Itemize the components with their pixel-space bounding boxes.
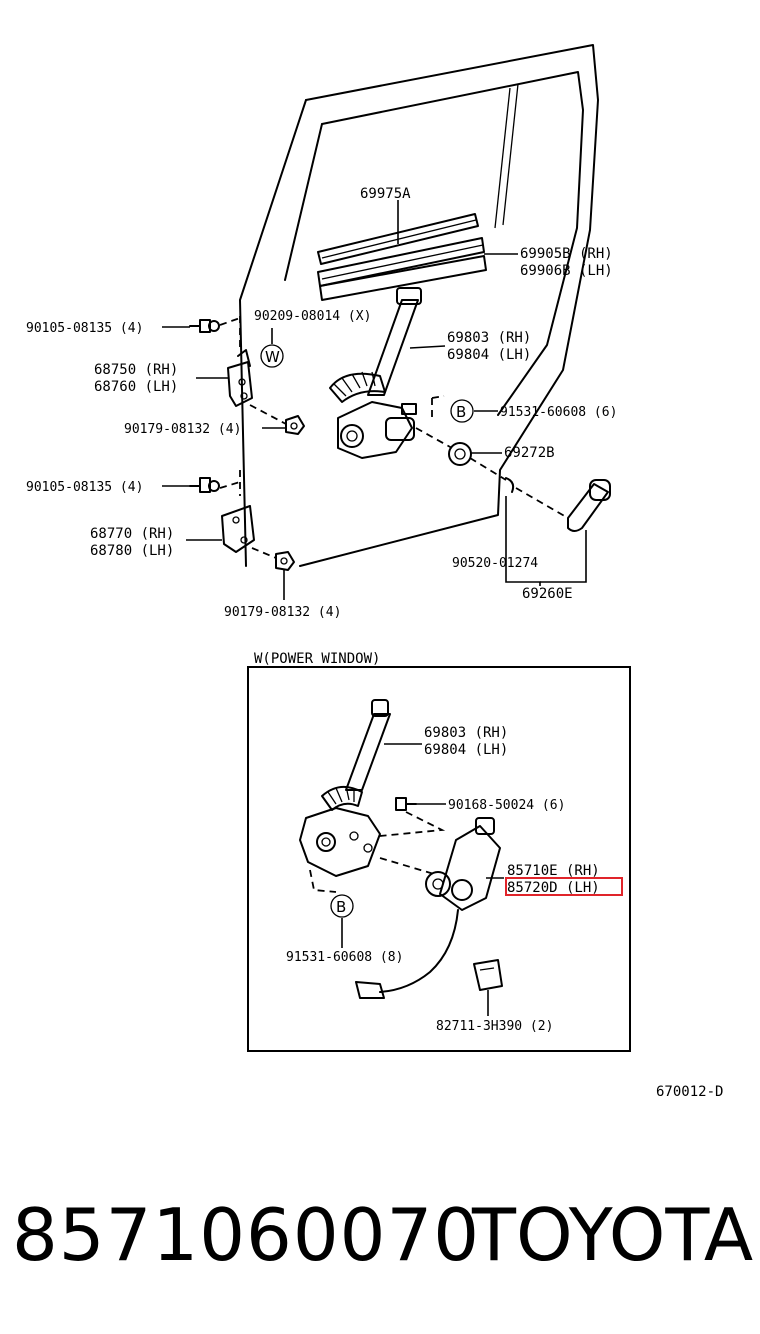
part-number: 8571060070 [12, 1193, 481, 1277]
handle-69260e [567, 479, 611, 532]
window-regulator-manual [329, 287, 422, 459]
label-69905b: 69905B (RH) [520, 246, 613, 262]
inset-title: W(POWER WINDOW) [254, 651, 380, 667]
washer-69272b [448, 442, 472, 466]
dash-hinge-lower [219, 470, 277, 559]
label-69804-inset: 69804 (LH) [424, 742, 508, 758]
inset-frame [247, 666, 631, 1052]
dash-regulator-handle [415, 395, 569, 519]
label-82711: 82711-3H390 (2) [436, 1019, 553, 1034]
clip-82711 [473, 959, 503, 991]
label-68760: 68760 (LH) [94, 379, 178, 395]
clip-90520 [505, 477, 515, 493]
label-69975a: 69975A [360, 186, 411, 202]
hinge-68750 [227, 349, 253, 407]
bolt-90105-lower [189, 477, 220, 493]
leader-lines-inset [341, 743, 504, 1016]
circle-b-marker-upper: B [450, 399, 474, 423]
motor-harness-wire [355, 909, 459, 999]
nut-90179-lower [275, 551, 295, 571]
label-69803-inset: 69803 (RH) [424, 725, 508, 741]
label-90520: 90520-01274 [452, 556, 538, 571]
highlight-box-85720d [505, 877, 623, 896]
label-68750: 68750 (RH) [94, 362, 178, 378]
label-68770: 68770 (RH) [90, 526, 174, 542]
nut-90179-upper [285, 415, 305, 435]
circle-b-marker-inset: B [330, 894, 354, 918]
label-91531-inset: 91531-60608 (8) [286, 950, 403, 965]
dash-inset-screws [379, 811, 446, 875]
label-69260e: 69260E [522, 586, 573, 602]
label-68780: 68780 (LH) [90, 543, 174, 559]
label-69803-upper: 69803 (RH) [447, 330, 531, 346]
label-69804-upper: 69804 (LH) [447, 347, 531, 363]
bolt-90105-upper [189, 319, 220, 333]
screw-90168 [395, 797, 417, 811]
window-regulator-power [299, 699, 391, 877]
label-90105-lower: 90105-08135 (4) [26, 480, 143, 495]
label-90179-lower: 90179-08132 (4) [224, 605, 341, 620]
weatherstrip-69905b [317, 237, 487, 301]
circle-w-marker: W [260, 344, 284, 368]
brand-name: TOYOTA [472, 1193, 754, 1277]
label-91531-upper: 91531-60608 (6) [500, 405, 617, 420]
label-69906b: 69906B (LH) [520, 263, 613, 279]
door-frame [239, 44, 599, 567]
weatherstrip-69975a [317, 213, 479, 265]
label-90209: 90209-08014 (X) [254, 309, 371, 324]
label-85720d: 85720D (LH) [507, 880, 600, 896]
diagram-code: 670012-D [656, 1084, 723, 1100]
label-90168: 90168-50024 (6) [448, 798, 565, 813]
dash-hinge-upper [219, 316, 287, 425]
label-69272b: 69272B [504, 445, 555, 461]
label-90179-upper: 90179-08132 (4) [124, 422, 241, 437]
circle-b-label-upper: B [456, 403, 466, 421]
circle-b-label-inset: B [336, 898, 346, 916]
dash-inset-b [309, 869, 337, 893]
label-85710e: 85710E (RH) [507, 863, 600, 879]
label-90105-upper: 90105-08135 (4) [26, 321, 143, 336]
leader-lines-upper [162, 200, 587, 600]
hinge-68770 [221, 505, 255, 553]
circle-w-label: W [265, 348, 280, 366]
window-motor-85710e [425, 817, 501, 911]
